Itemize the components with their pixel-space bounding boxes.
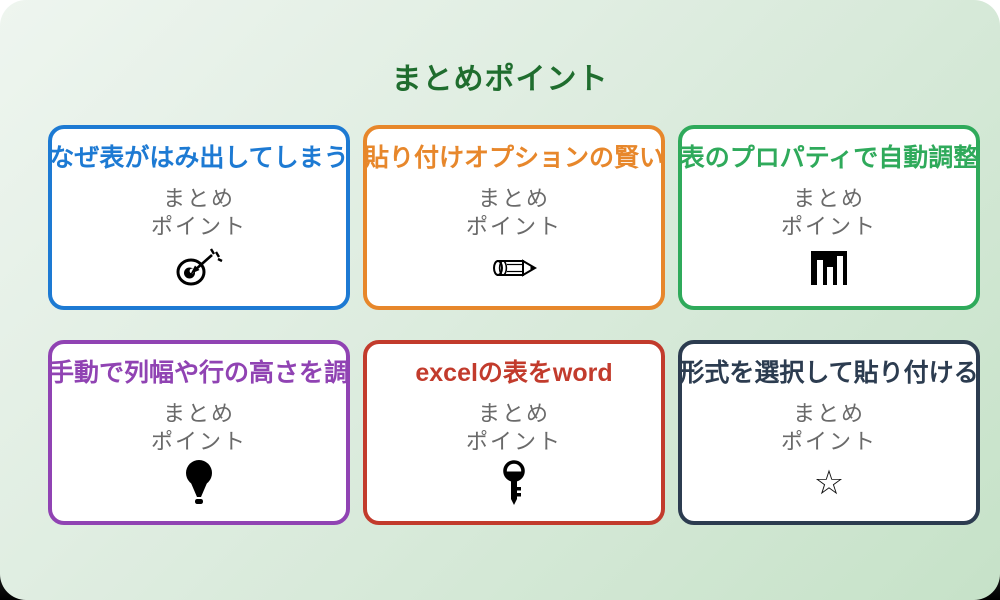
- summary-card-table-overflow: なぜ表がはみ出してしまう まとめ ポイント: [48, 125, 350, 310]
- summary-card-table-properties: 表のプロパティで自動調整 まとめ ポイント: [678, 125, 980, 310]
- card-body: まとめ ポイント: [466, 185, 562, 241]
- lightbulb-icon: [179, 459, 219, 507]
- card-body-line: まとめ: [792, 401, 865, 426]
- card-body-line: ポイント: [150, 214, 247, 240]
- summary-card-paste-special: 形式を選択して貼り付ける まとめ ポイント ☆: [678, 340, 980, 525]
- card-title: 表のプロパティで自動調整: [679, 144, 979, 172]
- card-body: まとめ ポイント: [466, 400, 562, 456]
- card-body-line: ポイント: [465, 214, 562, 240]
- card-body-line: ポイント: [150, 429, 247, 455]
- card-body-line: まとめ: [792, 186, 865, 211]
- card-body-line: まとめ: [477, 401, 550, 426]
- card-body-line: まとめ: [162, 401, 235, 426]
- star-icon: ☆: [814, 459, 844, 507]
- page-title: まとめポイント: [391, 63, 609, 97]
- card-body: まとめ ポイント: [151, 400, 247, 456]
- summary-card-paste-options: 貼り付けオプションの賢い まとめ ポイント: [363, 125, 665, 310]
- summary-card-excel-to-word: excelの表をword まとめ ポイント: [363, 340, 665, 525]
- card-title: 貼り付けオプションの賢い: [364, 144, 665, 172]
- pencil-icon: [489, 244, 539, 292]
- card-body-line: まとめ: [477, 186, 550, 211]
- summary-card-manual-resize: 手動で列幅や行の高さを調 まとめ ポイント: [48, 340, 350, 525]
- key-icon: [494, 459, 534, 507]
- card-title: 手動で列幅や行の高さを調: [49, 359, 350, 387]
- dart-target-icon: [174, 244, 224, 292]
- card-body: まとめ ポイント: [151, 185, 247, 241]
- summary-cards-grid: なぜ表がはみ出してしまう まとめ ポイント 貼り付けオプションの賢い まとめ ポ…: [48, 125, 980, 525]
- card-body-line: ポイント: [780, 429, 877, 455]
- card-title: なぜ表がはみ出してしまう: [49, 144, 349, 172]
- card-title: excelの表をword: [415, 359, 613, 387]
- card-body-line: ポイント: [465, 429, 562, 455]
- card-title: 形式を選択して貼り付ける: [679, 359, 979, 387]
- star-glyph: ☆: [813, 464, 845, 503]
- card-body: まとめ ポイント: [781, 400, 877, 456]
- card-body-line: まとめ: [162, 186, 235, 211]
- card-body-line: ポイント: [780, 214, 877, 240]
- card-body: まとめ ポイント: [781, 185, 877, 241]
- bar-chart-icon: [809, 244, 849, 292]
